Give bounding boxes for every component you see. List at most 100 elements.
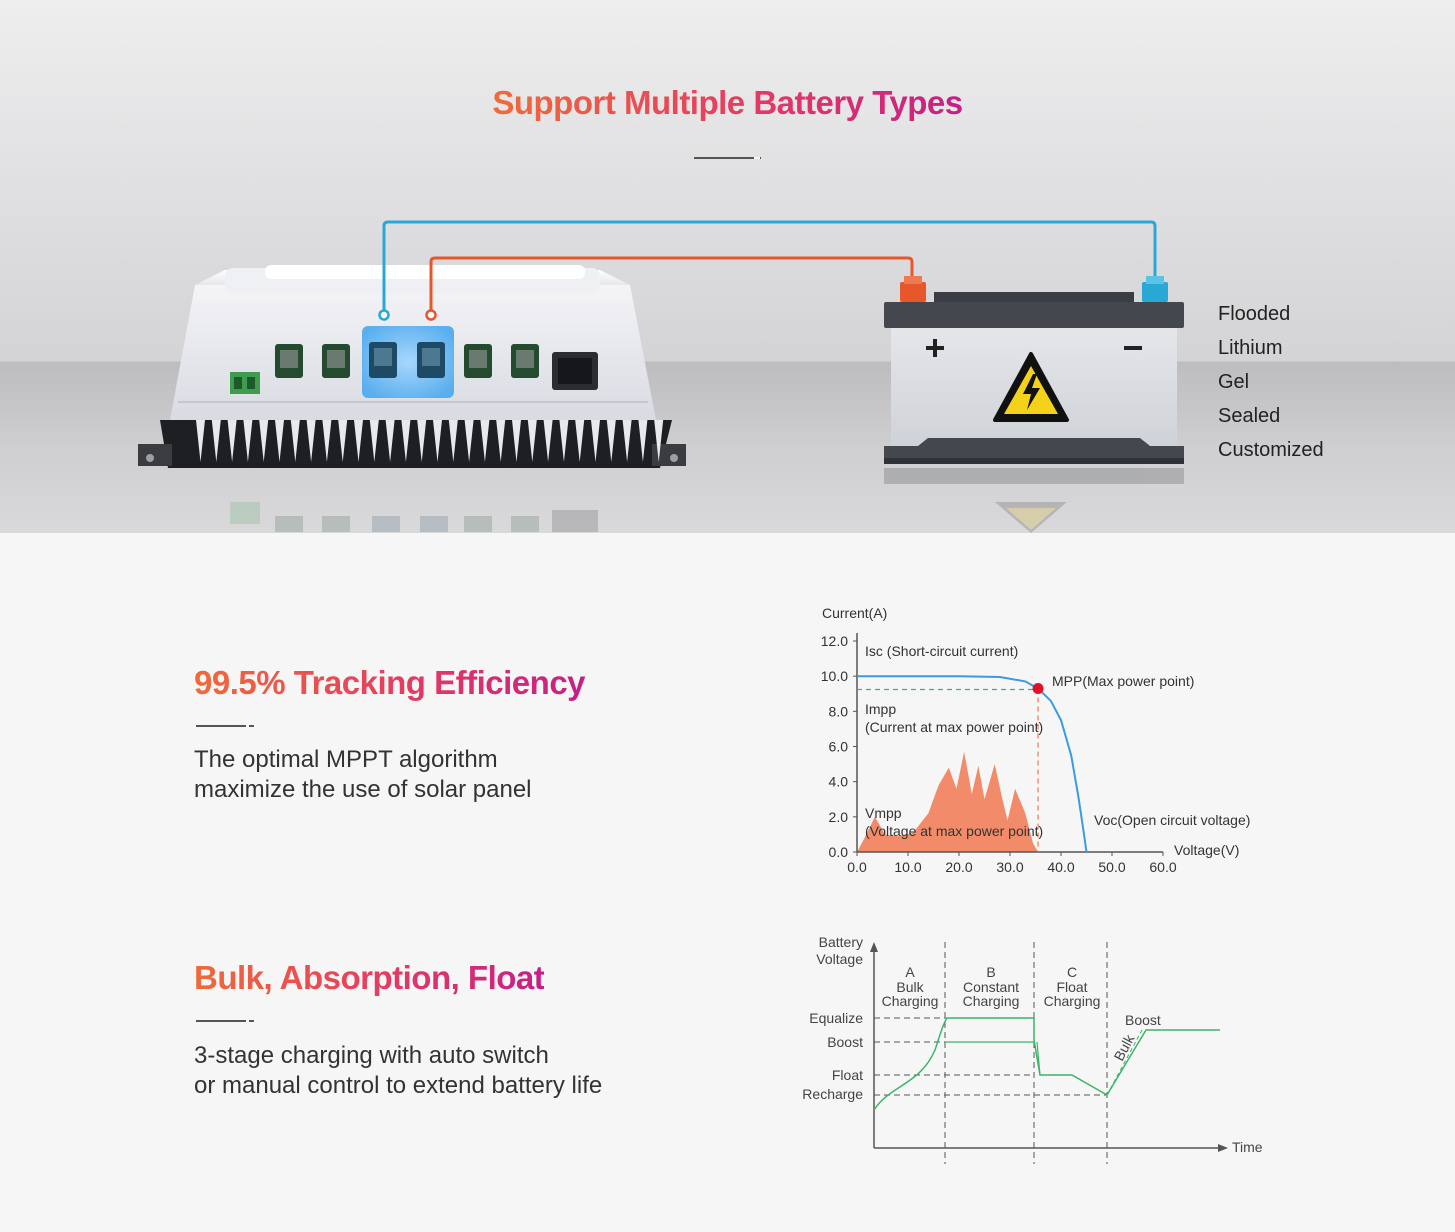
heat-sink-fin — [606, 420, 616, 462]
iv-y-tick-label: 12.0 — [821, 633, 848, 649]
vmpp-desc: (Voltage at max power point) — [865, 823, 1043, 839]
charge-ylabel-1: Battery — [819, 934, 863, 950]
heat-sink-fin — [575, 420, 585, 462]
heat-sink-fin — [338, 420, 348, 462]
impp-label: Impp — [865, 701, 896, 717]
heat-sink — [138, 420, 686, 468]
iv-curve-line — [857, 675, 1088, 853]
bulk-dashed-line — [1106, 1029, 1143, 1096]
battery-type-item: Flooded — [1218, 303, 1291, 325]
hero-title-divider — [694, 157, 761, 159]
iv-x-tick-label: 50.0 — [1098, 859, 1125, 875]
controller-terminals — [230, 326, 598, 398]
boost-drop-line — [1036, 1041, 1041, 1076]
negative-wire-endpoint — [378, 309, 390, 321]
heat-sink-fin — [622, 420, 632, 462]
heat-sink-fins — [196, 420, 664, 462]
heat-sink-fin — [527, 420, 537, 462]
iv-x-tick-label: 60.0 — [1149, 859, 1176, 875]
iv-x-tick-label: 30.0 — [996, 859, 1023, 875]
iv-y-tick-label: 10.0 — [821, 668, 848, 684]
heat-sink-fin — [227, 420, 237, 462]
iv-y-tick-label: 6.0 — [829, 739, 849, 755]
negative-wire — [382, 220, 1157, 314]
tracking-divider — [196, 725, 254, 727]
voc-label: Voc(Open circuit voltage) — [1094, 812, 1250, 828]
iv-x-tick-label: 20.0 — [945, 859, 972, 875]
heat-sink-fin — [433, 420, 442, 462]
battery-reflection — [884, 468, 1184, 533]
heat-sink-fin — [448, 420, 458, 462]
boost-annotation: Boost — [1125, 1012, 1161, 1028]
battery-type-item: Sealed — [1218, 405, 1281, 427]
battery-type-item: Gel — [1218, 371, 1250, 393]
stage-a-line2: Charging — [882, 993, 939, 1009]
heat-sink-fin — [496, 420, 506, 462]
iv-y-tick-label: 8.0 — [829, 703, 849, 719]
heat-sink-fin — [401, 420, 411, 462]
heat-sink-fin — [417, 420, 427, 462]
heat-sink-fin — [638, 420, 648, 462]
heat-sink-fin — [480, 420, 490, 462]
level-boost: Boost — [827, 1034, 863, 1050]
heat-sink-fin — [243, 420, 253, 462]
heat-sink-fin — [211, 420, 221, 462]
power-area — [857, 751, 1038, 852]
iv-x-tick-label: 40.0 — [1047, 859, 1074, 875]
charging-title: Bulk, Absorption, Float — [194, 959, 545, 996]
heat-sink-fin — [369, 420, 379, 462]
heat-sink-fin — [306, 420, 316, 462]
charge-curve-line — [873, 1017, 1220, 1111]
positive-wire-endpoint — [425, 309, 437, 321]
battery-type-item: Customized — [1218, 439, 1324, 461]
vmpp-label: Vmpp — [865, 805, 902, 821]
stage-b-line2: Charging — [963, 993, 1020, 1009]
heat-sink-fin — [559, 420, 569, 462]
iv-xlabel: Voltage(V) — [1174, 842, 1239, 858]
heat-sink-fin — [259, 420, 269, 462]
battery — [884, 276, 1184, 464]
level-equalize: Equalize — [809, 1010, 863, 1026]
isc-label: Isc (Short-circuit current) — [865, 643, 1018, 659]
charge-xlabel: Time — [1232, 1139, 1263, 1155]
charge-ylabel-2: Voltage — [816, 951, 863, 967]
charging-stage-chart: Battery Voltage Time Equalize Boost Floa… — [802, 934, 1263, 1164]
stage-b-line1: Constant — [963, 979, 1019, 995]
mpp-label: MPP(Max power point) — [1052, 673, 1194, 689]
charging-desc-line2: or manual control to extend battery life — [194, 1072, 603, 1099]
level-recharge: Recharge — [802, 1086, 863, 1102]
hero-title-wrap: Support Multiple Battery Types — [0, 84, 1455, 122]
tracking-desc-line2: maximize the use of solar panel — [194, 776, 532, 803]
iv-y-tick-label: 4.0 — [829, 774, 849, 790]
battery-type-item: Lithium — [1218, 337, 1283, 359]
iv-y-tick-label: 2.0 — [829, 809, 849, 825]
tracking-desc-line1: The optimal MPPT algorithm — [194, 746, 498, 773]
stage-b-letter: B — [986, 964, 995, 980]
controller-reflection — [230, 502, 598, 532]
charging-divider — [196, 1020, 254, 1022]
level-float: Float — [832, 1067, 863, 1083]
hero-section: Support Multiple Battery Types — [0, 0, 1455, 533]
heat-sink-fin — [196, 420, 205, 462]
heat-sink-fin — [290, 420, 300, 462]
iv-x-tick-label: 0.0 — [847, 859, 867, 875]
heat-sink-fin — [591, 420, 600, 462]
iv-x-tick-label: 10.0 — [894, 859, 921, 875]
battery-types-list: Flooded Lithium Gel Sealed Customized — [1218, 300, 1324, 470]
heat-sink-fin — [275, 420, 284, 462]
charge-y-arrow-icon — [870, 942, 878, 952]
controller-battery-illustration — [138, 220, 1184, 533]
heat-sink-fin — [354, 420, 363, 462]
iv-ylabel: Current(A) — [822, 605, 887, 621]
stage-c-line1: Float — [1056, 979, 1087, 995]
heat-sink-fin — [512, 420, 521, 462]
impp-desc: (Current at max power point) — [865, 719, 1043, 735]
stage-a-letter: A — [905, 964, 915, 980]
stage-c-letter: C — [1067, 964, 1077, 980]
iv-y-tick-label: 0.0 — [829, 844, 849, 860]
tracking-title: 99.5% Tracking Efficiency — [194, 664, 586, 701]
iv-curve-chart: 0.0 2.0 4.0 6.0 8.0 10.0 12.0 0.0 10.0 20.0 30.0 4… — [821, 605, 1251, 875]
stage-a-line1: Bulk — [896, 979, 924, 995]
charge-x-arrow-icon — [1218, 1144, 1228, 1152]
